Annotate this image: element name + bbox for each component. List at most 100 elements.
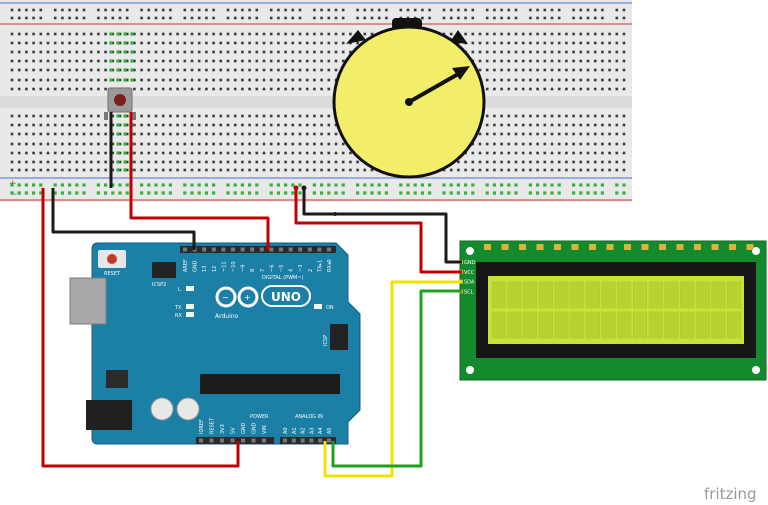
breadboard-hole — [161, 41, 165, 45]
wires — [41, 112, 462, 478]
breadboard-hole — [507, 123, 511, 127]
breadboard-hole — [586, 78, 590, 82]
breadboard-hole — [233, 8, 237, 12]
breadboard-hole-active — [109, 59, 113, 63]
breadboard-hole — [521, 160, 525, 164]
breadboard-hole — [601, 8, 604, 12]
breadboard-hole — [111, 68, 115, 72]
rail-minus-sign: − — [10, 190, 18, 200]
breadboard-hole — [233, 32, 237, 36]
icsp2-header — [152, 262, 176, 278]
breadboard-hole — [39, 16, 43, 20]
breadboard-hole-active — [123, 68, 127, 72]
analog-pin — [309, 438, 314, 443]
breadboard-hole — [147, 123, 151, 127]
breadboard-hole — [39, 160, 43, 164]
digital-pin — [307, 247, 312, 252]
breadboard-hole — [97, 78, 100, 82]
breadboard-hole — [543, 114, 547, 118]
wire-rail-to-gnd — [51, 188, 196, 250]
breadboard-hole — [147, 114, 151, 118]
breadboard-hole-active — [399, 191, 403, 195]
breadboard-hole-active — [130, 68, 134, 72]
breadboard-hole — [464, 160, 467, 164]
breadboard-hole — [334, 123, 338, 127]
breadboard-hole — [291, 87, 295, 91]
breadboard-hole — [485, 32, 489, 36]
breadboard-hole — [262, 114, 266, 118]
breadboard-hole — [53, 16, 57, 20]
breadboard-hole — [565, 50, 568, 54]
breadboard-hole — [248, 32, 251, 36]
breadboard-hole — [507, 132, 511, 136]
breadboard-hole-active — [471, 191, 475, 195]
breadboard-hole — [262, 41, 266, 45]
breadboard-hole — [277, 78, 280, 82]
breadboard-hole — [327, 16, 331, 20]
breadboard-hole — [565, 151, 568, 155]
breadboard-hole — [298, 32, 302, 36]
breadboard-hole — [118, 32, 122, 36]
breadboard-hole — [442, 16, 446, 20]
breadboard-hole — [334, 50, 338, 54]
breadboard-hole — [68, 151, 71, 155]
breadboard-hole — [593, 142, 597, 146]
breadboard-hole — [125, 68, 129, 72]
breadboard-hole — [97, 8, 100, 12]
breadboard-hole-active — [226, 191, 230, 195]
breadboard-hole-active — [248, 183, 252, 187]
breadboard-hole — [32, 8, 35, 12]
breadboard-hole-active — [68, 183, 72, 187]
breadboard-hole — [104, 78, 107, 82]
led-rx-label: RX — [175, 313, 182, 319]
breadboard-hole — [190, 59, 194, 63]
breadboard-hole — [593, 78, 597, 82]
breadboard-hole — [615, 16, 619, 20]
breadboard-hole — [471, 32, 475, 36]
breadboard-hole — [248, 78, 251, 82]
breadboard-hole — [75, 151, 79, 155]
breadboard-hole — [543, 41, 547, 45]
analog-in-label: ANALOG IN — [295, 414, 323, 420]
breadboard-hole — [536, 41, 539, 45]
breadboard-hole — [39, 32, 43, 36]
breadboard-hole — [176, 168, 179, 172]
arduino-uno-board: RESET ICSP2 L TX RX − + UNO Arduino ON I… — [69, 242, 361, 445]
lcd-cell — [570, 281, 585, 309]
breadboard-hole — [334, 32, 338, 36]
breadboard-hole — [61, 151, 64, 155]
breadboard-hole — [61, 16, 64, 20]
breadboard-hole — [32, 168, 35, 172]
breadboard-hole — [615, 142, 619, 146]
breadboard-hole — [111, 142, 115, 146]
breadboard-hole — [478, 168, 482, 172]
power-jack — [86, 400, 132, 430]
breadboard-hole-active — [147, 183, 151, 187]
breadboard-hole-active — [130, 32, 134, 36]
lcd-cell — [491, 311, 506, 339]
breadboard-hole — [601, 78, 604, 82]
breadboard-hole — [615, 168, 619, 172]
breadboard-hole-active — [449, 183, 453, 187]
breadboard-hole — [46, 142, 50, 146]
breadboard-hole — [550, 160, 554, 164]
breadboard-hole — [241, 123, 244, 127]
breadboard-hole — [298, 78, 302, 82]
breadboard-hole — [500, 123, 503, 127]
breadboard-hole — [53, 142, 57, 146]
breadboard-hole — [601, 151, 604, 155]
breadboard-hole — [226, 142, 230, 146]
breadboard-hole — [25, 160, 28, 164]
breadboard-hole — [601, 132, 604, 136]
power-header — [196, 437, 274, 444]
breadboard-hole — [125, 78, 129, 82]
breadboard-hole — [75, 160, 79, 164]
breadboard-hole — [313, 41, 316, 45]
breadboard-hole — [212, 32, 215, 36]
breadboard-hole — [140, 16, 143, 20]
breadboard-hole — [241, 114, 244, 118]
breadboard-hole — [557, 50, 561, 54]
breadboard-hole — [485, 78, 489, 82]
uno-badge — [261, 285, 311, 307]
digital-pin-label: 2 — [308, 269, 314, 272]
